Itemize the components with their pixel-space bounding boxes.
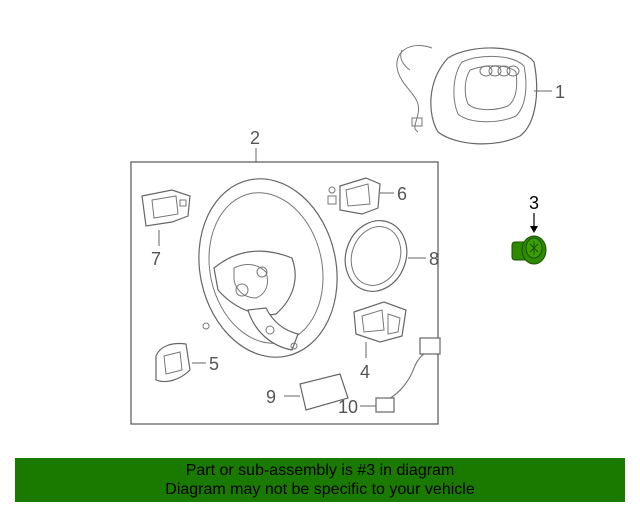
callout-8: 8 <box>429 249 439 269</box>
part-9-label <box>299 373 349 411</box>
callout-10: 10 <box>338 397 358 417</box>
audi-rings-logo <box>479 65 520 77</box>
banner-line-2: Diagram may not be specific to your vehi… <box>165 481 475 498</box>
part-5-paddle-switch <box>155 342 191 383</box>
part-8-ring <box>344 220 408 292</box>
part-6-switch <box>327 177 381 215</box>
part-3-screw-highlighted <box>511 235 547 265</box>
info-banner: Part or sub-assembly is #3 in diagram Di… <box>15 458 625 502</box>
assembly-box <box>130 161 439 425</box>
part-4-control-unit <box>353 301 407 343</box>
callout-2: 2 <box>250 128 260 148</box>
callout-1: 1 <box>555 82 565 102</box>
part-10-wiring-harness <box>375 337 441 413</box>
callout-5: 5 <box>209 354 219 374</box>
callout-4: 4 <box>360 362 370 382</box>
callout-9: 9 <box>266 387 276 407</box>
steering-wheel <box>198 178 338 358</box>
airbag-module <box>396 44 538 145</box>
banner-line-1: Part or sub-assembly is #3 in diagram <box>185 462 455 479</box>
part-7-switch-cover <box>141 189 191 227</box>
leader-3-arrowhead <box>530 226 538 233</box>
callout-7: 7 <box>151 249 161 269</box>
callout-6: 6 <box>397 184 407 204</box>
callout-3: 3 <box>529 193 539 213</box>
